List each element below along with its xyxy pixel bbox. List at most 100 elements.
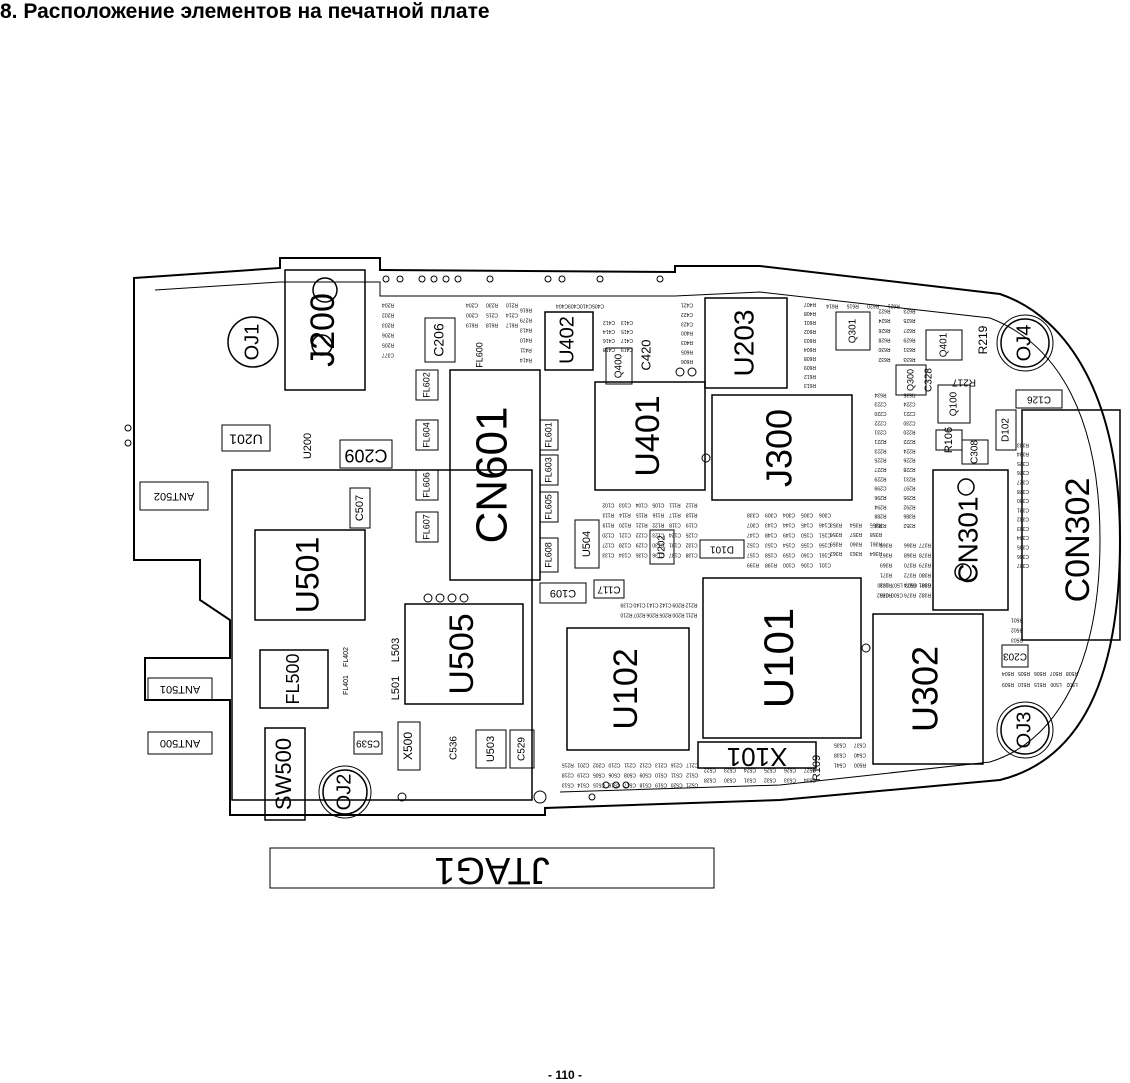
- passive-c148: C148: [765, 532, 777, 538]
- component-fl605: FL605: [543, 494, 553, 520]
- passive-c512: C512: [686, 772, 698, 778]
- page-heading: 8. Расположение элементов на печатной пл…: [0, 0, 490, 23]
- passive-r612: R612: [804, 373, 816, 379]
- j200-target-circle-lower: [311, 334, 333, 356]
- passive-c501: C501: [919, 582, 931, 588]
- passive-r623: R623: [903, 308, 915, 314]
- passive-r375: R375: [880, 592, 892, 598]
- passive-r618: R618: [486, 322, 498, 328]
- passive-c212: C212: [639, 762, 651, 768]
- mounting-hole-oj2: [318, 765, 372, 819]
- passive-r617: R617: [506, 322, 518, 328]
- passive-r508: R508: [1066, 670, 1078, 676]
- passive-c377: C377: [382, 352, 394, 358]
- board-inner-contour: [154, 281, 1101, 793]
- filter-column-left: [415, 369, 439, 543]
- passive-r630: R630: [878, 346, 890, 352]
- passive-r605: R605: [681, 349, 693, 355]
- passive-r622: R622: [878, 308, 890, 314]
- passive-c102: C102: [602, 502, 614, 508]
- component-q300: Q300: [905, 369, 915, 391]
- passive-r111: R111: [669, 502, 680, 508]
- passive-c513: C513: [562, 782, 574, 788]
- passive-r407: R407: [804, 301, 816, 307]
- c203-box: [1001, 644, 1029, 668]
- passive-c328: C328: [1017, 488, 1029, 494]
- passive-c136: C136: [652, 552, 664, 558]
- passive-r367: R367: [880, 552, 892, 558]
- passive-c218: C218: [562, 772, 574, 778]
- passive-c305: C305: [801, 512, 813, 518]
- passive-r222: R222: [903, 438, 915, 444]
- passive-r504: R504: [1002, 670, 1014, 676]
- passive-c224: C224: [903, 401, 915, 407]
- passive-r602: R602: [804, 328, 816, 334]
- passive-c508: C508: [624, 772, 636, 778]
- passive-c216: C216: [670, 762, 682, 768]
- passive-c120: C120: [602, 532, 614, 538]
- passive-r369: R369: [880, 562, 892, 568]
- component-d102: D102: [1001, 418, 1012, 442]
- component-fl500: FL500: [283, 653, 303, 704]
- component-c117: C117: [597, 583, 621, 594]
- u505-frame: [404, 603, 524, 705]
- passive-c104: C104: [635, 502, 647, 508]
- component-u503: U503: [485, 736, 497, 762]
- passive-c100: C100: [783, 562, 795, 568]
- passive-c514: C514: [577, 782, 589, 788]
- component-q100: Q100: [949, 391, 960, 416]
- component-u203: U203: [728, 310, 759, 377]
- component-j300: J300: [759, 409, 800, 487]
- u503-box: [475, 729, 507, 769]
- passive-c129: C129: [635, 542, 647, 548]
- d102-box: [995, 409, 1017, 451]
- j200-frame: [284, 269, 366, 391]
- sw500-frame: [264, 727, 306, 821]
- passive-c201: C201: [577, 762, 589, 768]
- passive-r116: R116: [652, 512, 664, 518]
- passive-c419: C419: [621, 346, 633, 352]
- q100-box: [937, 384, 971, 424]
- passive-c519: C519: [655, 782, 667, 788]
- cn301-target-circle: [957, 478, 975, 496]
- passive-c134: C134: [619, 552, 631, 558]
- passive-c154: C154: [783, 542, 795, 548]
- passive-r634: R634: [874, 391, 886, 397]
- passive-r121: R121: [635, 522, 647, 528]
- passive-c505: C505: [593, 772, 605, 778]
- passive-r205: R205: [659, 612, 671, 618]
- passive-c326: C326: [1017, 469, 1029, 475]
- component-u302: U302: [905, 646, 946, 732]
- passive-r199: R199: [747, 562, 759, 568]
- passive-c105: C105: [652, 502, 664, 508]
- passive-r207: R207: [633, 612, 645, 618]
- component-u505: U505: [443, 613, 481, 694]
- passive-c511: C511: [671, 772, 683, 778]
- component-fl608: FL608: [543, 542, 553, 568]
- passive-r351: R351: [874, 522, 886, 528]
- passive-r206: R206: [646, 612, 658, 618]
- passive-r632: R632: [878, 356, 890, 362]
- component-u402: U402: [556, 316, 578, 364]
- component-u102: U102: [607, 648, 645, 729]
- passive-l502: L502: [1066, 681, 1077, 687]
- component-x500: X500: [401, 732, 415, 760]
- passive-r503: R503: [1011, 637, 1023, 643]
- passive-r379: R379: [919, 562, 931, 568]
- u102-frame: [566, 627, 690, 751]
- passive-r505: R505: [1018, 670, 1030, 676]
- c507-box: [349, 487, 371, 529]
- passive-c143: C143: [765, 522, 777, 528]
- passive-c140: C140: [633, 602, 645, 608]
- cn301-target-circle-lower: [954, 563, 972, 581]
- passive-r113: R113: [602, 512, 614, 518]
- component-c209: C209: [344, 445, 387, 465]
- passive-r615: R615: [847, 303, 859, 309]
- passive-c336: C336: [1017, 553, 1029, 559]
- passive-r635: R635: [903, 391, 915, 397]
- passive-l500: L500: [1050, 681, 1061, 687]
- passive-r296: R296: [874, 494, 886, 500]
- passive-c332: C332: [1017, 516, 1029, 522]
- ant502-box: [139, 481, 209, 511]
- component-c203: C203: [1003, 650, 1027, 661]
